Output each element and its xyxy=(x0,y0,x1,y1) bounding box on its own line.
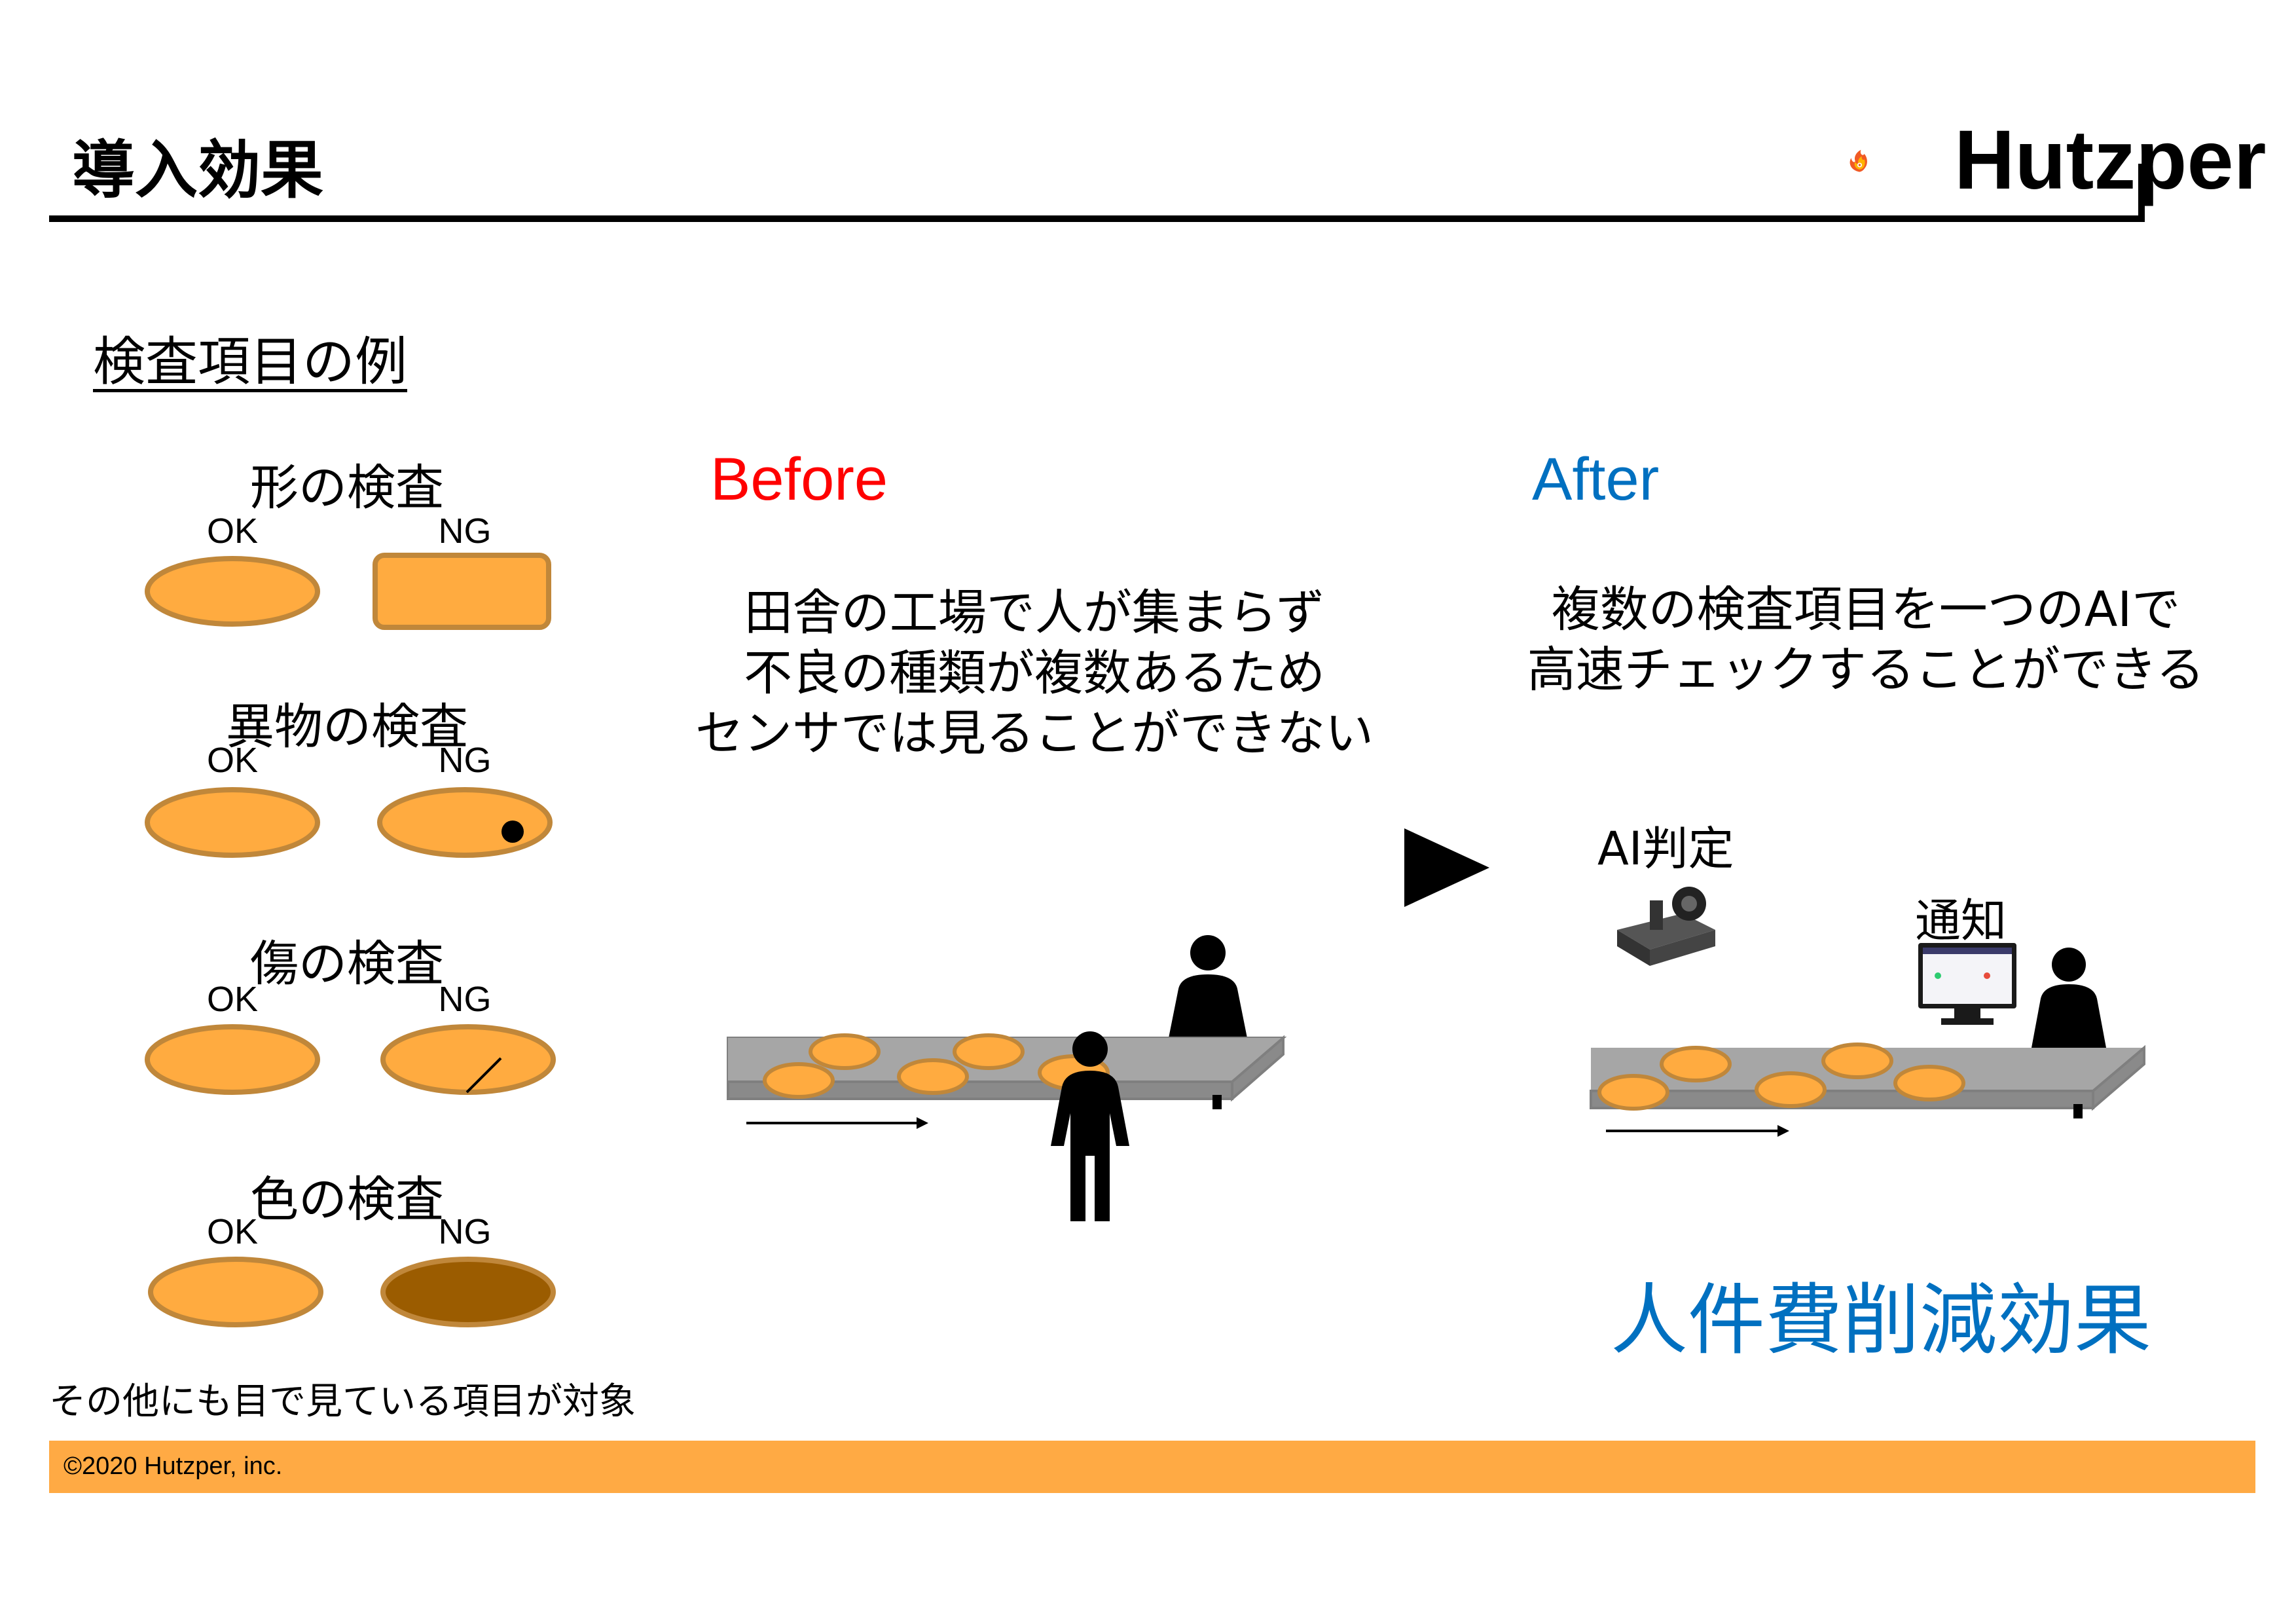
after-line-1: 複数の検査項目を一つのAIで xyxy=(1551,581,2181,638)
title-divider xyxy=(49,215,2144,222)
worker-icon xyxy=(1169,935,1247,1038)
ok-label-shape: OK xyxy=(206,511,259,551)
ok-sample-scratch xyxy=(145,1024,320,1095)
category-title-color: 色の検査 xyxy=(250,1172,444,1228)
hutzper-flame-icon xyxy=(1850,149,1867,172)
examples-heading: 検査項目の例 xyxy=(93,331,407,392)
after-description: 複数の検査項目を一つのAIで 高速チェックすることができる xyxy=(1506,580,2226,700)
ok-sample-foreign xyxy=(145,787,320,858)
ok-label-foreign: OK xyxy=(206,741,259,780)
after-line-2: 高速チェックすることができる xyxy=(1527,642,2205,698)
examples-note: その他にも目で見ている項目が対象 xyxy=(49,1380,636,1423)
notification-label: 通知 xyxy=(1915,894,2007,948)
ok-label-color: OK xyxy=(206,1212,259,1251)
ok-sample-color xyxy=(148,1257,323,1327)
category-title-shape: 形の検査 xyxy=(250,460,444,516)
category-title-scratch: 傷の検査 xyxy=(250,936,444,992)
cost-reduction-effect: 人件費削減効果 xyxy=(1611,1275,2152,1365)
category-title-foreign: 異物の検査 xyxy=(226,699,468,755)
ai-judgement-label: AI判定 xyxy=(1597,822,1734,876)
before-line-1: 田舎の工場で人が集まらず xyxy=(744,585,1325,641)
ok-label-scratch: OK xyxy=(206,980,259,1019)
ng-sample-shape xyxy=(373,553,551,630)
before-line-3: センサでは見ることができない xyxy=(695,705,1374,762)
play-arrow-icon xyxy=(1404,828,1489,907)
worker-icon xyxy=(2032,948,2106,1048)
before-label: Before xyxy=(710,446,888,513)
before-description: 田舎の工場で人が集まらず 不良の種類が複数あるため センサでは見ることができない xyxy=(674,583,1394,764)
ok-sample-shape xyxy=(145,556,320,627)
ng-sample-scratch xyxy=(380,1024,556,1095)
worker-icon xyxy=(1051,1031,1129,1221)
ng-label-foreign: NG xyxy=(438,741,492,780)
ng-label-color: NG xyxy=(438,1212,492,1251)
footer-bar xyxy=(49,1441,2255,1493)
before-line-2: 不良の種類が複数あるため xyxy=(744,645,1325,701)
page-title: 導入効果 xyxy=(72,134,323,207)
monitor-icon xyxy=(1918,943,2016,1025)
footer-copyright: ©2020 Hutzper, inc. xyxy=(64,1452,283,1480)
before-conveyor-illustration xyxy=(727,935,1287,1221)
hutzper-logo-text: Hutzper xyxy=(1954,113,2267,207)
ng-sample-foreign xyxy=(377,787,553,858)
ng-label-shape: NG xyxy=(438,511,492,551)
ng-sample-color xyxy=(380,1257,556,1327)
after-conveyor-illustration xyxy=(1590,948,2145,1137)
ng-label-scratch: NG xyxy=(438,980,492,1019)
after-label: After xyxy=(1532,446,1660,513)
camera-icon xyxy=(1617,887,1715,966)
title-divider-tick xyxy=(2138,164,2145,222)
